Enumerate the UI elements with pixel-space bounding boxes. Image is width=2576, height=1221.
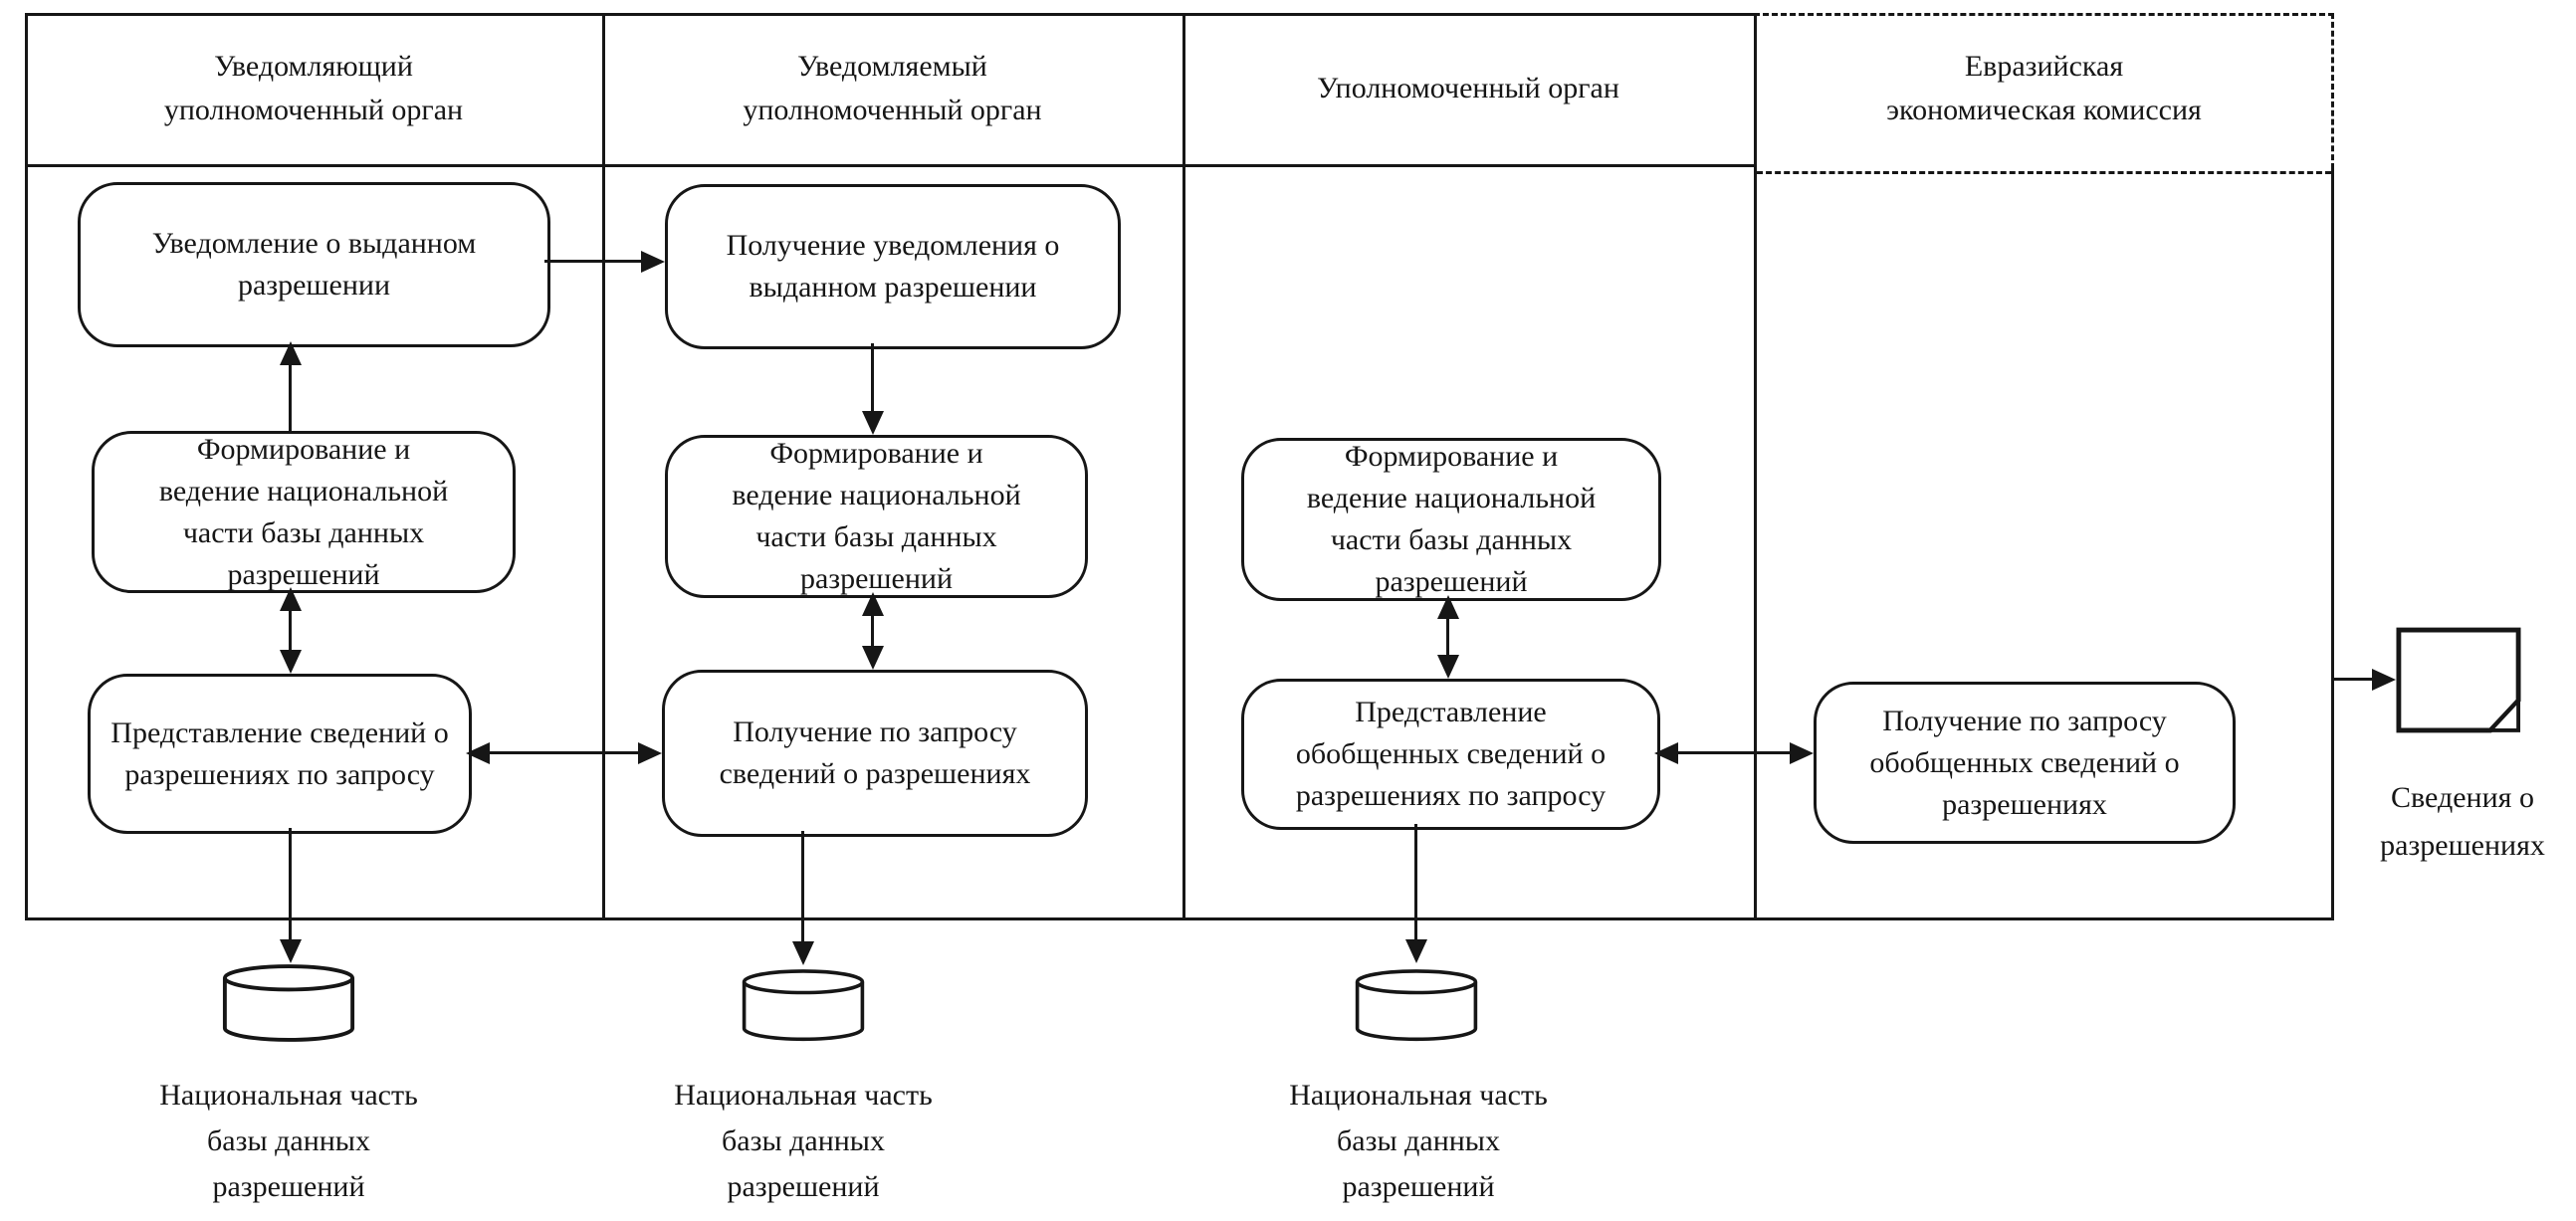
arrow-provide-receive-bidirectional-line bbox=[486, 751, 642, 754]
process-box-label: Получение уведомления о выданном разреше… bbox=[726, 229, 1060, 304]
arrow-down-head bbox=[280, 939, 302, 963]
arrow-maintain1-to-notify-line bbox=[289, 362, 292, 431]
arrow-up-head bbox=[1437, 595, 1459, 619]
header-row-divider bbox=[25, 164, 1757, 167]
lane-header-label: Евразийская экономическая комиссия bbox=[1886, 50, 2202, 126]
frame-right-border bbox=[2331, 169, 2334, 917]
arrow-maintain1-provide-bidirectional-line bbox=[289, 607, 292, 654]
frame-top-border-dashed bbox=[1754, 13, 2334, 16]
process-box-provide-summary-info: Представление обобщенных сведений о разр… bbox=[1241, 679, 1660, 830]
lane-divider-2 bbox=[1182, 13, 1185, 917]
lane-header-label: Уполномоченный орган bbox=[1317, 72, 1619, 104]
arrow-right-head bbox=[638, 742, 662, 764]
arrow-to-document-line bbox=[2331, 678, 2376, 681]
arrow-down-head bbox=[862, 411, 884, 435]
database-label: Национальная часть базы данных разрешени… bbox=[1289, 1079, 1548, 1203]
process-box-maintain-national-db-3: Формирование и ведение национальной част… bbox=[1241, 438, 1661, 601]
arrow-right-head bbox=[2372, 669, 2396, 691]
lane-header-eec: Евразийская экономическая комиссия bbox=[1754, 13, 2334, 164]
database-label: Национальная часть базы данных разрешени… bbox=[674, 1079, 933, 1203]
document-icon bbox=[2396, 627, 2521, 733]
lane-header-label: Уведомляемый уполномоченный орган bbox=[743, 50, 1042, 126]
arrow-right-head bbox=[641, 251, 665, 273]
process-box-label: Представление сведений о разрешениях по … bbox=[110, 715, 449, 791]
database-cylinder-icon bbox=[221, 963, 356, 1045]
arrow-left-head bbox=[1654, 742, 1678, 764]
database-cylinder-icon bbox=[1354, 967, 1479, 1045]
arrow-summary-bidirectional-line bbox=[1674, 751, 1794, 754]
lane-header-label: Уведомляющий уполномоченный орган bbox=[163, 50, 464, 126]
arrow-up-head bbox=[862, 592, 884, 616]
process-box-label: Формирование и ведение национальной част… bbox=[1306, 440, 1597, 598]
frame-top-border bbox=[25, 13, 1757, 16]
arrow-notify-to-receive-line bbox=[544, 260, 643, 263]
document-label: Сведения о разрешениях bbox=[2380, 781, 2545, 862]
arrow-right-head bbox=[1790, 742, 1814, 764]
process-box-receive-notification: Получение уведомления о выданном разреше… bbox=[665, 184, 1121, 349]
process-box-label: Получение по запросу обобщенных сведений… bbox=[1869, 704, 2180, 821]
arrow-up-head bbox=[280, 341, 302, 365]
arrow-summary3-to-db-line bbox=[1414, 824, 1417, 943]
header-row-divider-dashed bbox=[1757, 171, 2331, 174]
process-box-label: Формирование и ведение национальной част… bbox=[158, 432, 449, 591]
arrow-left-head bbox=[466, 742, 490, 764]
arrow-down-head bbox=[1405, 939, 1427, 963]
process-box-provide-permit-info: Представление сведений о разрешениях по … bbox=[88, 674, 472, 834]
database-label: Национальная часть базы данных разрешени… bbox=[159, 1079, 418, 1203]
frame-left-border bbox=[25, 13, 28, 917]
lane-header-notified-authority: Уведомляемый уполномоченный орган bbox=[602, 13, 1182, 164]
process-box-notification-issued-permit: Уведомление о выданном разрешении bbox=[78, 182, 550, 347]
lane-header-notifying-authority: Уведомляющий уполномоченный орган bbox=[25, 13, 602, 164]
process-box-label: Представление обобщенных сведений о разр… bbox=[1295, 696, 1607, 812]
arrow-down-head bbox=[792, 941, 814, 965]
arrow-maintain2-receiveinfo-bidirectional-line bbox=[871, 612, 874, 650]
database-cylinder-icon bbox=[741, 967, 866, 1045]
arrow-receive2-to-db-line bbox=[801, 831, 804, 945]
arrow-up-head bbox=[280, 587, 302, 611]
arrow-receive-to-maintain2-line bbox=[871, 343, 874, 413]
arrow-maintain3-summary-bidirectional-line bbox=[1446, 615, 1449, 659]
lane-divider-3 bbox=[1754, 13, 1757, 917]
arrow-down-head bbox=[280, 650, 302, 674]
frame-right-border-dashed bbox=[2331, 13, 2334, 169]
process-box-receive-summary-info: Получение по запросу обобщенных сведений… bbox=[1814, 682, 2236, 844]
process-box-label: Формирование и ведение национальной част… bbox=[732, 437, 1021, 595]
process-box-receive-permit-info: Получение по запросу сведений о разрешен… bbox=[662, 670, 1088, 837]
process-box-label: Уведомление о выданном разрешении bbox=[151, 227, 477, 302]
process-box-label: Получение по запросу сведений о разрешен… bbox=[719, 715, 1031, 790]
arrow-down-head bbox=[1437, 655, 1459, 679]
lane-divider-1 bbox=[602, 13, 605, 917]
frame-bottom-border bbox=[25, 917, 2334, 920]
process-box-maintain-national-db-1: Формирование и ведение национальной част… bbox=[92, 431, 516, 593]
lane-header-authorized-body: Уполномоченный орган bbox=[1182, 13, 1754, 164]
process-box-maintain-national-db-2: Формирование и ведение национальной част… bbox=[665, 435, 1088, 598]
arrow-down-head bbox=[862, 646, 884, 670]
arrow-provide1-to-db-line bbox=[289, 828, 292, 943]
